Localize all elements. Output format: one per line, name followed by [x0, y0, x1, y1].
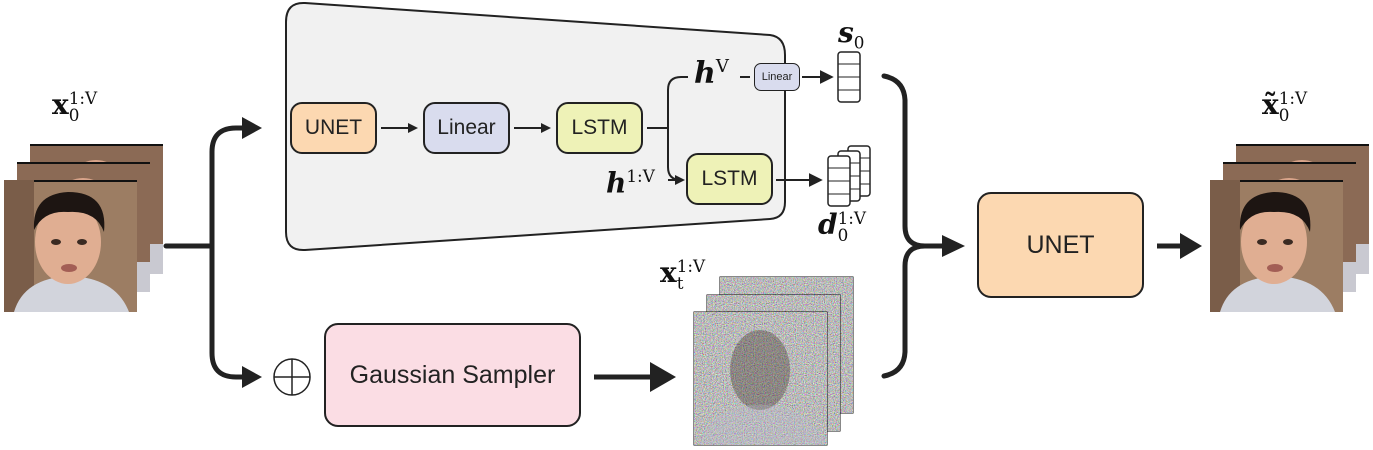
s0-label: s0 [838, 16, 865, 53]
s0-vector-icon [837, 51, 861, 103]
hv-label: hV [694, 56, 729, 91]
arrowhead-unet-output [1180, 233, 1202, 259]
arrow-to-sampler [242, 366, 262, 388]
input-frames [4, 144, 163, 312]
d0-vectors-icon [827, 145, 871, 207]
arrow-to-unet [942, 235, 965, 257]
denoising-unet-box: UNET [977, 192, 1144, 298]
arrow-to-encoder [242, 117, 262, 139]
input-split-connector [163, 125, 255, 380]
encoder-panel [285, 1, 786, 252]
encoder-lstm-bottom-box: LSTM [686, 153, 773, 205]
encoder-unet-box: UNET [290, 102, 377, 154]
encoder-linear-box: Linear [423, 102, 510, 154]
oplus-icon [273, 358, 311, 396]
merge-brace [881, 73, 953, 379]
h1v-label: h1:V [606, 166, 655, 200]
output-frames [1210, 144, 1369, 312]
encoder-linear-small-box: Linear [754, 63, 800, 91]
encoder-lstm-top-box: LSTM [556, 102, 643, 154]
arrowhead-sampler-noisy [650, 362, 676, 392]
noisy-frames [693, 276, 854, 446]
input-face [4, 180, 137, 312]
output-face [1210, 180, 1343, 312]
gaussian-sampler-box: Gaussian Sampler [324, 323, 581, 427]
